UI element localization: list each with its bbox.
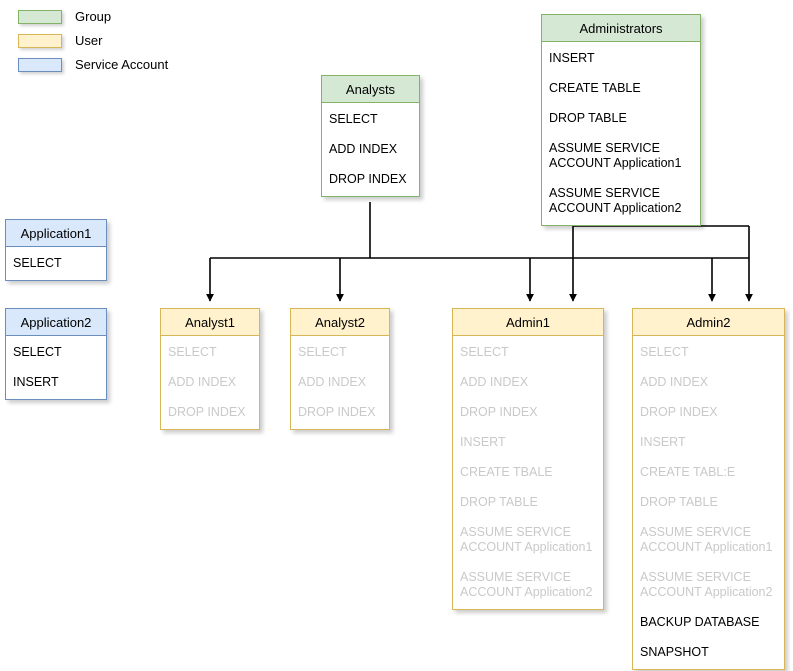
permission-inherited: ASSUME SERVICE ACCOUNT Application2 (460, 570, 593, 599)
permission-direct: SELECT (329, 112, 378, 126)
legend-item-user: User (18, 30, 268, 51)
permission-inherited: DROP TABLE (640, 495, 718, 509)
node-admin1[interactable]: Admin1 SELECT ADD INDEX DROP INDEX INSERT CR… (452, 308, 604, 610)
permission-inherited: DROP INDEX (168, 405, 246, 419)
permission-inherited: ADD INDEX (640, 375, 709, 389)
node-application2-permissions: SELECT INSERT (5, 336, 107, 400)
node-analyst1[interactable]: Analyst1 SELECT ADD INDEX DROP INDEX (160, 308, 260, 430)
permission-inherited: SELECT (168, 345, 217, 359)
node-admin2-permissions: SELECT ADD INDEX DROP INDEX INSERT CREATE TA… (632, 336, 785, 670)
permission-direct: ASSUME SERVICE ACCOUNT Application2 (549, 186, 682, 215)
permission-inherited: DROP INDEX (460, 405, 538, 419)
node-admin1-title: Admin1 (452, 308, 604, 336)
permission-inherited: DROP INDEX (640, 405, 718, 419)
node-analyst2[interactable]: Analyst2 SELECT ADD INDEX DROP INDEX (290, 308, 390, 430)
node-analysts-permissions: SELECT ADD INDEX DROP INDEX (321, 103, 420, 197)
node-administrators[interactable]: Administrators INSERT CREATE TABLE DROP TA… (541, 14, 701, 226)
permission-inherited: INSERT (460, 435, 506, 449)
permission-inherited: SELECT (298, 345, 347, 359)
permission-direct: SELECT (13, 345, 62, 359)
legend-item-group: Group (18, 6, 268, 27)
permission-direct: DROP TABLE (549, 111, 627, 125)
permission-direct: SNAPSHOT (640, 645, 709, 659)
node-administrators-permissions: INSERT CREATE TABLE DROP TABLE ASSUME SERVI… (541, 42, 701, 226)
node-analyst2-permissions: SELECT ADD INDEX DROP INDEX (290, 336, 390, 430)
permission-inherited: SELECT (460, 345, 509, 359)
permission-inherited: ADD INDEX (298, 375, 367, 389)
permission-inherited: DROP INDEX (298, 405, 376, 419)
permission-direct: INSERT (13, 375, 59, 389)
permission-direct: ASSUME SERVICE ACCOUNT Application1 (549, 141, 682, 170)
permission-direct: INSERT (549, 51, 595, 65)
node-analyst2-title: Analyst2 (290, 308, 390, 336)
permission-inherited: ASSUME SERVICE ACCOUNT Application1 (640, 525, 773, 554)
legend-swatch-service-account (18, 57, 62, 72)
node-analysts-title: Analysts (321, 75, 420, 103)
node-analyst1-permissions: SELECT ADD INDEX DROP INDEX (160, 336, 260, 430)
permission-inherited: ASSUME SERVICE ACCOUNT Application2 (640, 570, 773, 599)
permission-direct: SELECT (13, 256, 62, 270)
permission-inherited: ADD INDEX (168, 375, 237, 389)
legend-swatch-user (18, 33, 62, 48)
legend-swatch-group (18, 9, 62, 24)
node-application2-title: Application2 (5, 308, 107, 336)
node-analyst1-title: Analyst1 (160, 308, 260, 336)
legend: Group User Service Account (18, 6, 268, 78)
permission-inherited: CREATE TBALE (460, 465, 553, 479)
permission-inherited: ADD INDEX (460, 375, 529, 389)
permission-direct: ADD INDEX (329, 142, 398, 156)
permission-direct: DROP INDEX (329, 172, 407, 186)
node-application2[interactable]: Application2 SELECT INSERT (5, 308, 107, 400)
legend-label-group: Group (75, 8, 112, 24)
permission-inherited: ASSUME SERVICE ACCOUNT Application1 (460, 525, 593, 554)
node-admin2-title: Admin2 (632, 308, 785, 336)
node-admin2[interactable]: Admin2 SELECT ADD INDEX DROP INDEX INSERT CR… (632, 308, 785, 670)
node-application1-title: Application1 (5, 219, 107, 247)
node-analysts[interactable]: Analysts SELECT ADD INDEX DROP INDEX (321, 75, 420, 197)
permission-inherited: INSERT (640, 435, 686, 449)
node-administrators-title: Administrators (541, 14, 701, 42)
legend-item-service-account: Service Account (18, 54, 268, 75)
node-admin1-permissions: SELECT ADD INDEX DROP INDEX INSERT CREATE TB… (452, 336, 604, 610)
permission-direct: CREATE TABLE (549, 81, 641, 95)
legend-label-user: User (75, 32, 103, 48)
permission-inherited: SELECT (640, 345, 689, 359)
permission-inherited: DROP TABLE (460, 495, 538, 509)
node-application1[interactable]: Application1 SELECT (5, 219, 107, 281)
node-application1-permissions: SELECT (5, 247, 107, 281)
permission-inherited: CREATE TABL:E (640, 465, 736, 479)
permission-direct: BACKUP DATABASE (640, 615, 760, 629)
legend-label-service-account: Service Account (75, 56, 169, 72)
